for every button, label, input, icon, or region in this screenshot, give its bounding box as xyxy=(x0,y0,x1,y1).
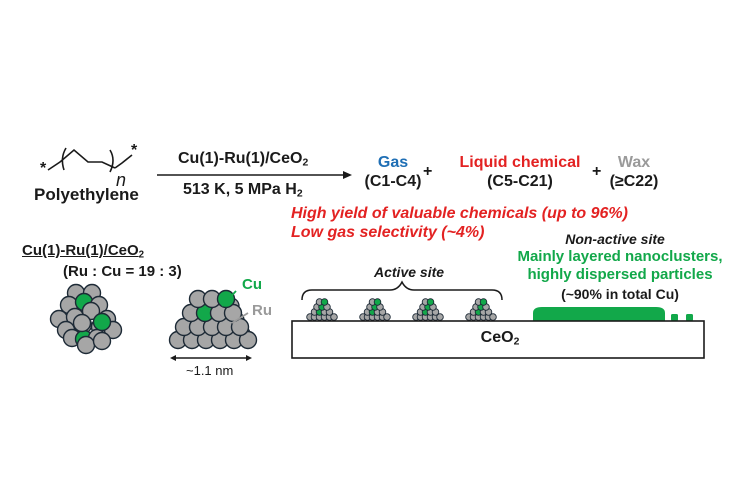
end-group-left: * xyxy=(40,160,47,177)
catalyst-label: Cu(1)-Ru(1)/CeO2 xyxy=(178,150,308,168)
cu-atom xyxy=(479,298,488,306)
non-active-line2: highly dispersed particles xyxy=(527,266,713,283)
support-label: CeO2 xyxy=(450,329,550,347)
cu-atom xyxy=(373,298,382,306)
cu-atom xyxy=(92,312,112,332)
product-wax-range: (≥C22) xyxy=(609,173,659,190)
ru-leader-line xyxy=(231,312,249,324)
cu-atom xyxy=(426,298,435,306)
ru-atom xyxy=(72,313,92,333)
conditions-text: 513 K, 5 MPa H xyxy=(183,181,297,198)
plus-sign: + xyxy=(423,163,433,180)
active-site-label: Active site xyxy=(374,264,445,280)
non-active-layer xyxy=(533,307,665,321)
product-liquid-range: (C5-C21) xyxy=(487,173,553,190)
plus-sign: + xyxy=(592,163,602,180)
conditions-label: 513 K, 5 MPa H2 xyxy=(183,181,303,199)
product-wax-label: Wax xyxy=(617,154,651,171)
cluster-side-view xyxy=(168,289,258,350)
cu-atom xyxy=(320,298,329,306)
catalyst-label-sub: 2 xyxy=(302,157,309,169)
non-active-title: Non-active site xyxy=(565,231,665,247)
dispersed-particle xyxy=(686,314,693,321)
cluster-top-view xyxy=(49,283,123,355)
active-site-brace xyxy=(301,280,503,301)
support-label-text: CeO xyxy=(480,329,514,346)
polyethylene-structure xyxy=(47,147,133,173)
non-active-fraction: (~90% in total Cu) xyxy=(561,286,679,302)
support-label-sub: 2 xyxy=(513,336,520,348)
catalyst-title: Cu(1)-Ru(1)/CeO2 xyxy=(22,242,145,261)
highlight-selectivity: Low gas selectivity (~4%) xyxy=(291,224,485,241)
size-arrow xyxy=(170,355,252,361)
product-liquid-label: Liquid chemical xyxy=(459,154,581,171)
cu-atom xyxy=(216,289,236,309)
product-gas-range: (C1-C4) xyxy=(364,173,422,190)
left-bracket xyxy=(61,147,67,171)
size-label: ~1.1 nm xyxy=(186,363,234,378)
repeat-subscript: n xyxy=(116,170,127,190)
right-bracket xyxy=(109,149,114,173)
highlight-yield: High yield of valuable chemicals (up to … xyxy=(291,205,628,222)
ru-label: Ru xyxy=(252,302,272,319)
conditions-sub: 2 xyxy=(296,188,303,200)
catalyst-title-text: Cu(1)-Ru(1)/CeO xyxy=(22,242,139,259)
cu-leader-line xyxy=(221,290,237,307)
catalyst-title-sub: 2 xyxy=(138,249,145,261)
ru-atom xyxy=(92,331,112,351)
reaction-arrow xyxy=(157,171,352,179)
active-site-clusters xyxy=(306,298,497,321)
cu-label: Cu xyxy=(242,276,262,293)
ceo2-support xyxy=(291,320,705,359)
non-active-line1: Mainly layered nanoclusters, xyxy=(517,248,723,265)
reactant-name: Polyethylene xyxy=(34,185,139,204)
end-group-right: * xyxy=(131,142,138,159)
catalyst-label-text: Cu(1)-Ru(1)/CeO xyxy=(178,150,303,167)
product-gas-label: Gas xyxy=(377,154,409,171)
catalyst-ratio: (Ru : Cu = 19 : 3) xyxy=(63,263,182,280)
ru-atom xyxy=(76,335,96,355)
dispersed-particle xyxy=(671,314,678,321)
